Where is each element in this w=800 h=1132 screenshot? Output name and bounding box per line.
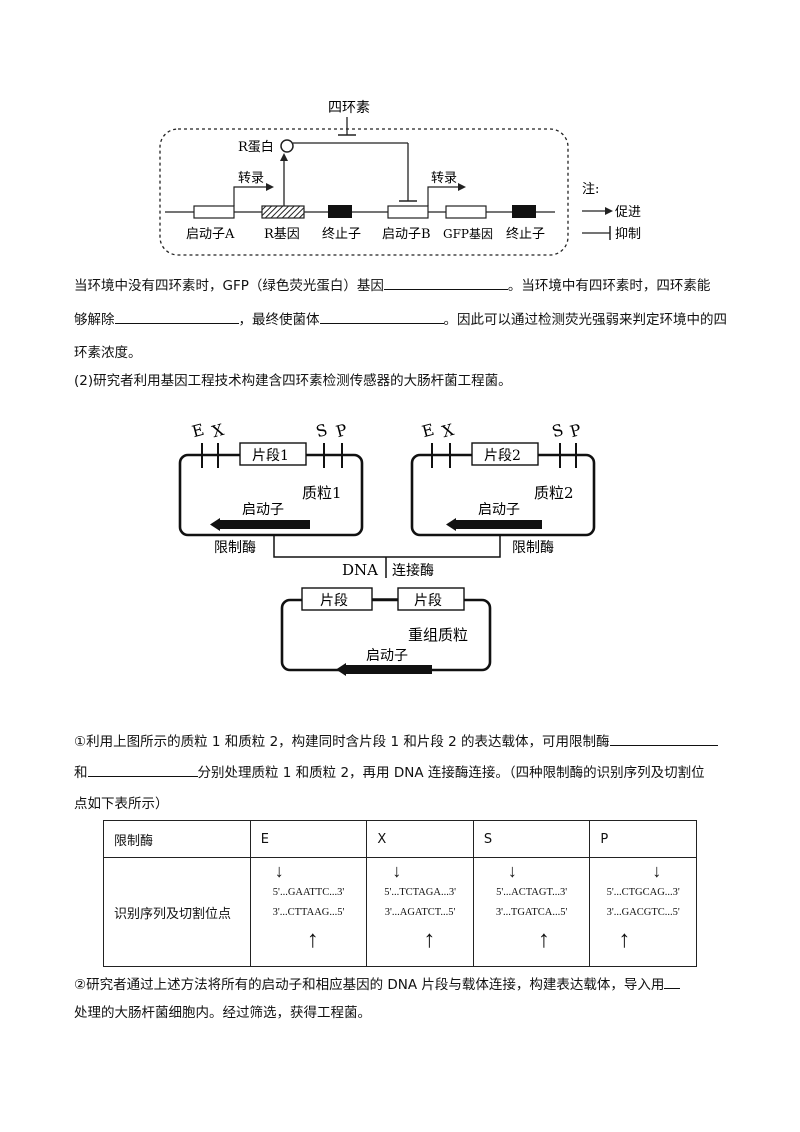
promoter-2-label: 启动子 [478,502,520,518]
cut-arrow-up-icon: ↑ [618,927,631,953]
cut-arrow-down-icon: ↓ [274,861,284,881]
site-s-1: S [314,420,330,441]
site-p-2: P [568,420,584,441]
tetracycline-label: 四环素 [328,100,370,116]
site-s-2: S [550,420,566,441]
header-e: E [249,820,368,858]
r-gene-box [261,205,305,219]
promoter-b-label: 启动子B [382,227,431,242]
promoter-b-box [387,205,429,219]
fragment-left-label: 片段 [320,593,348,609]
r-protein-label: R蛋白 [238,139,274,155]
promoter-3-bar [346,665,432,674]
cut-arrow-down-icon: ↓ [392,861,402,881]
para1-line2: 够解除，最终使菌体。因此可以通过检测荧光强弱来判定环境中的四 [74,309,727,330]
seq-e: ↓ 5'...GAATTC...3' 3'...CTTAAG...5' ↑ [272,861,345,953]
site-e-2: E [420,420,436,441]
gfp-gene-box [445,205,487,219]
promote-arrow-icon [605,207,613,215]
cut-arrow-up-icon: ↑ [306,927,319,953]
fragment-1-box [239,442,307,466]
q2-2-line1: ②研究者通过上述方法将所有的启动子和相应基因的 DNA 片段与载体连接，构建表达… [74,974,681,995]
row-label: 识别序列及切割位点 [103,857,251,967]
terminator-1-box [328,205,352,218]
promoter-1-label: 启动子 [242,502,284,518]
promoter-a-box [193,205,235,219]
legend-promote: 促进 [615,205,641,220]
site-p-1: P [334,420,350,441]
site-x-2: X [440,420,457,441]
cut-arrow-up-icon: ↑ [537,927,550,953]
blank-3[interactable] [319,309,444,324]
blank-2[interactable] [114,309,239,324]
para1-line3: 环素浓度。 [74,345,142,361]
r-gene-label: R基因 [264,227,300,242]
enzyme-table: 限制酶 E X S P 识别序列及切割位点 ↓ 5'...GAATTC...3'… [103,820,697,967]
site-x-1: X [210,420,227,441]
q2-1-line1: ①利用上图所示的质粒 1 和质粒 2，构建同时含片段 1 和片段 2 的表达载体… [74,731,718,752]
blank-4[interactable] [609,731,718,746]
plasmid-2-label: 质粒2 [534,484,574,502]
terminator-2-label: 终止子 [506,226,545,242]
header-enzyme: 限制酶 [103,820,251,858]
fragment-right-label: 片段 [414,593,442,609]
promoter-3-label: 启动子 [366,648,408,664]
promoter-a-label: 启动子A [186,227,235,242]
blank-6[interactable] [664,974,681,989]
recombinant-plasmid-label: 重组质粒 [408,626,468,644]
cut-arrow-up-icon: ↑ [423,927,436,953]
blank-5[interactable] [87,762,198,777]
regulation-diagram: 四环素 R蛋白 转录 转录 启动子A R基因 终止子 启动子B GFP基因 终止… [159,100,641,256]
para1-line1: 当环境中没有四环素时，GFP（绿色荧光蛋白）基因。当环境中有四环素时，四环素能 [74,275,710,296]
r-protein-circle [280,139,294,153]
table-header-row: 限制酶 E X S P [103,820,697,858]
dna-ligase-label-b: 连接酶 [392,562,434,579]
plasmid-1-label: 质粒1 [302,484,342,502]
restriction-enzyme-label-2: 限制酶 [512,540,554,556]
site-e-1: E [190,420,206,441]
q2-2-line2: 处理的大肠杆菌细胞内。经过筛选，获得工程菌。 [74,1005,371,1021]
q2-1-line3: 点如下表所示） [74,796,169,812]
terminator-2-box [512,205,536,218]
dna-ligase-label-a: DNA [342,561,378,579]
fragment-2-box [471,442,539,466]
seq-s: ↓ 5'...ACTAGT...3' 3'...TGATCA...5' ↑ [495,861,568,953]
promoter-1-bar [220,520,310,529]
dashed-box [159,128,569,256]
question-2: (2)研究者利用基因工程技术构建含四环素检测传感器的大肠杆菌工程菌。 [74,373,512,389]
q2-1-line2: 和分别处理质粒 1 和质粒 2，再用 DNA 连接酶连接。（四种限制酶的识别序列… [74,762,705,783]
restriction-enzyme-label-1: 限制酶 [214,540,256,556]
cut-arrow-down-icon: ↓ [652,861,662,881]
blank-1[interactable] [383,275,508,290]
gfp-gene-label: GFP基因 [443,227,493,241]
seq-x: ↓ 5'...TCTAGA...3' 3'...AGATCT...5' ↑ [384,861,456,953]
promoter-2-bar [456,520,542,529]
table-row: 识别序列及切割位点 ↓ 5'...GAATTC...3' 3'...CTTAAG… [103,857,697,967]
header-x: X [366,820,474,858]
transcribe-1-label: 转录 [238,171,264,186]
plasmid-diagram: 片段1 E X S P 质粒1 启动子 片段2 E X S P 质粒2 启动子 … [178,420,596,676]
fragment-1-label: 片段1 [252,448,289,464]
cut-arrow-down-icon: ↓ [507,861,517,881]
fragment-2-label: 片段2 [484,448,521,464]
seq-p: ↓ 5'...CTGCAG...3' 3'...GACGTC...5' ↑ [606,861,680,953]
terminator-1-label: 终止子 [322,226,361,242]
header-p: P [589,820,697,858]
header-s: S [472,820,591,858]
transcribe-2-label: 转录 [431,171,457,186]
legend-inhibit: 抑制 [615,227,641,242]
legend-title: 注: [582,182,599,197]
